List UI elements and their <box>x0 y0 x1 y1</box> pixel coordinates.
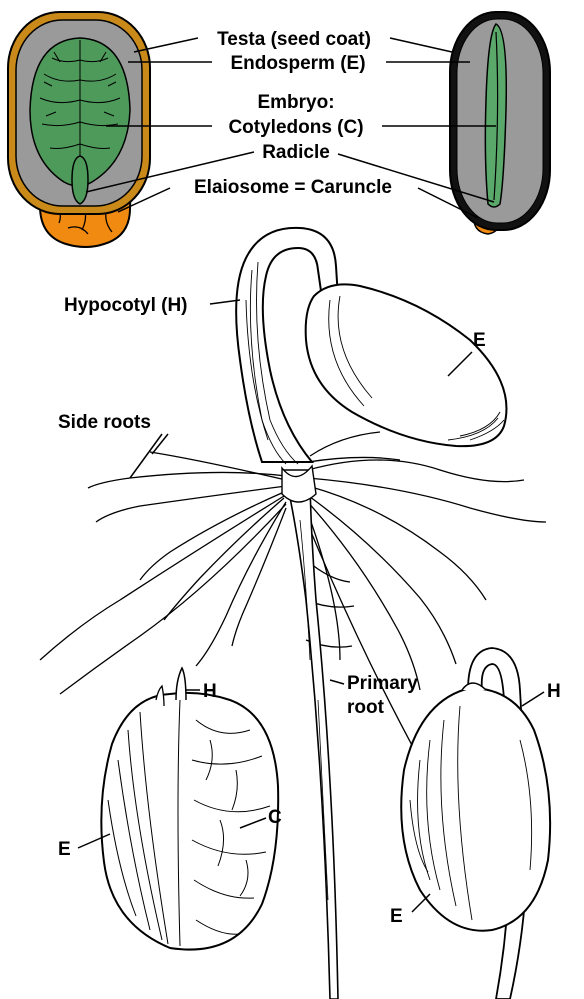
seedling-endosperm <box>306 284 507 446</box>
label-radicle: Radicle <box>262 142 330 163</box>
radicle-left <box>72 156 88 204</box>
seed-germinating-body <box>401 688 550 931</box>
side-roots-left <box>40 452 286 694</box>
label-e-left: E <box>58 839 71 860</box>
seed-germinating <box>401 648 550 999</box>
label-e-right: E <box>390 906 403 927</box>
label-endosperm: Endosperm (E) <box>230 53 365 74</box>
label-e-seedling: E <box>473 330 486 351</box>
label-primary-root-line2: root <box>347 697 385 718</box>
label-side-roots: Side roots <box>58 412 151 433</box>
top-labels: Testa (seed coat) Endosperm (E) Embryo: … <box>194 29 392 198</box>
label-hypocotyl: Hypocotyl (H) <box>64 295 188 316</box>
label-testa: Testa (seed coat) <box>217 29 371 50</box>
label-c-left: C <box>268 807 282 828</box>
label-primary-root-line1: Primary <box>347 673 418 694</box>
label-h-right: H <box>547 681 561 702</box>
label-h-left: H <box>203 681 217 702</box>
seed-section-narrow <box>450 12 550 234</box>
label-elaiosome: Elaiosome = Caruncle <box>194 177 392 198</box>
label-embryo: Embryo: <box>257 92 334 113</box>
seed-opened <box>101 668 278 950</box>
label-cotyledons: Cotyledons (C) <box>228 117 363 138</box>
seed-section-broad <box>8 12 150 247</box>
primary-root <box>284 470 338 999</box>
